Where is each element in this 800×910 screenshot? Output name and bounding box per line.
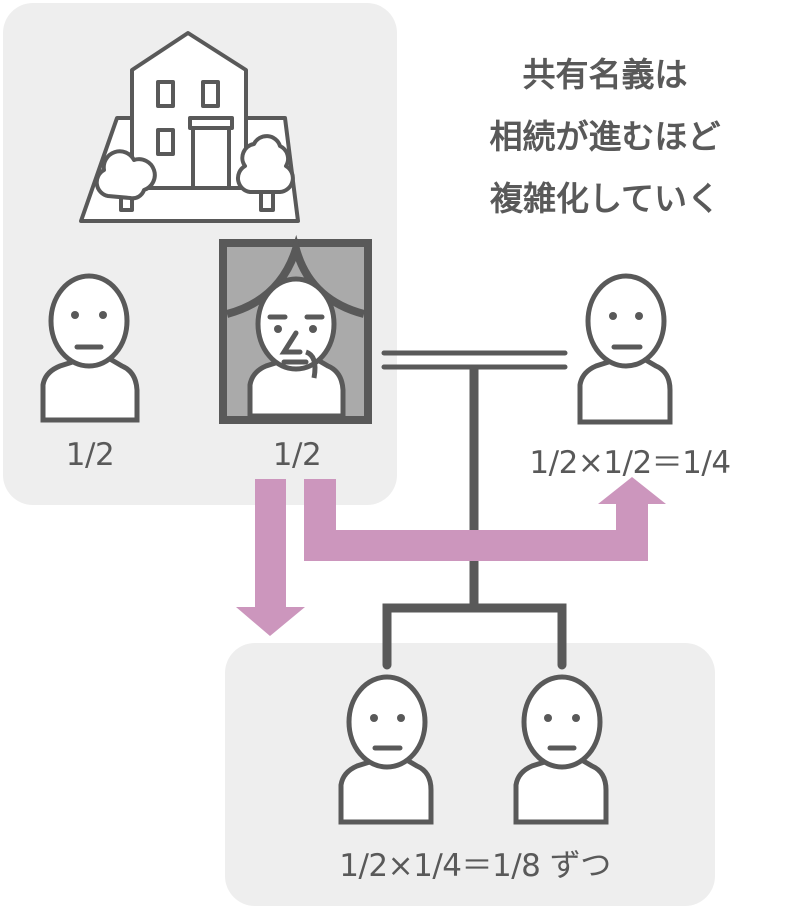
headline: 共有名義は 相続が進むほど 複雑化していく <box>455 44 755 230</box>
child-person-icon <box>513 674 609 825</box>
spouse-share-label: 1/2 <box>65 437 115 473</box>
child-person-icon <box>338 674 434 825</box>
arrow-to-heir-spouse <box>304 477 666 561</box>
children-share-label: 1/2×1/4＝1/8 ずつ <box>339 848 611 884</box>
heir-spouse-person-icon <box>577 273 673 425</box>
memorial-portrait-icon <box>219 234 372 424</box>
headline-line: 相続が進むほど <box>489 117 721 156</box>
inheritance-arrows <box>236 477 666 636</box>
family-tree-lines <box>381 350 568 670</box>
deceased-share-label: 1/2 <box>272 437 322 473</box>
headline-line: 共有名義は <box>522 55 688 94</box>
children-panel <box>225 643 715 906</box>
headline-line: 複雑化していく <box>489 179 720 218</box>
house-with-trees-icon <box>79 31 300 223</box>
arrow-down-to-children <box>236 479 305 636</box>
heir-spouse-share-label: 1/2×1/2＝1/4 <box>529 445 731 481</box>
spouse-person-icon <box>40 273 140 423</box>
